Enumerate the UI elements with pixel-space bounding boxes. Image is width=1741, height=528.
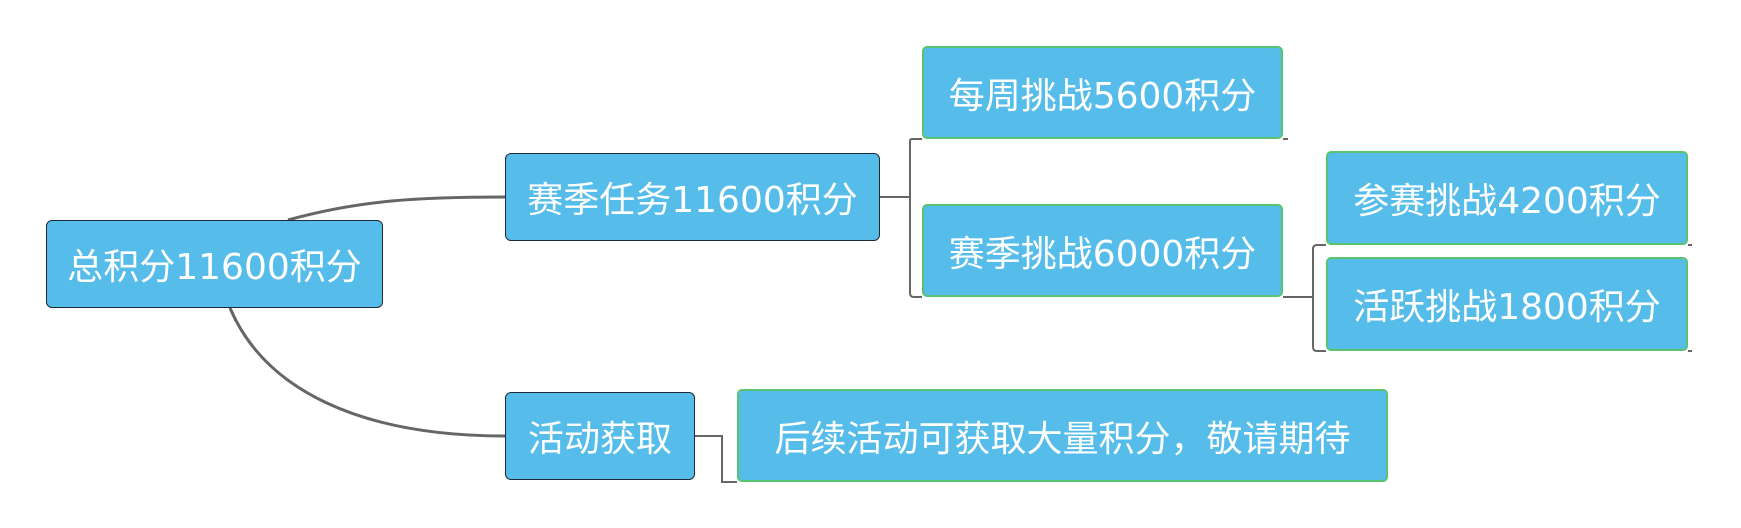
activity-challenge-node[interactable]: 活跃挑战1800积分 [1326, 257, 1688, 351]
event-note-label: 后续活动可获取大量积分，敬请期待 [774, 418, 1351, 460]
season-task-node[interactable]: 赛季任务11600积分 [505, 153, 880, 241]
weekly-challenge-node[interactable]: 每周挑战5600积分 [922, 46, 1283, 139]
season-task-label: 赛季任务11600积分 [527, 180, 858, 221]
connector-root-season [287, 195, 506, 222]
weekly-challenge-label: 每周挑战5600积分 [948, 75, 1257, 117]
connector-season-children [880, 138, 922, 298]
event-acquire-label: 活动获取 [527, 419, 672, 460]
entry-challenge-label: 参赛挑战4200积分 [1353, 181, 1661, 222]
connector-root-event [228, 307, 506, 438]
event-note-node[interactable]: 后续活动可获取大量积分，敬请期待 [737, 389, 1388, 482]
entry-challenge-node[interactable]: 参赛挑战4200积分 [1326, 151, 1688, 245]
root-node-label: 总积分11600积分 [67, 247, 362, 288]
connector-seasonch-children [1283, 244, 1326, 352]
connector-event-note [695, 435, 737, 483]
event-acquire-node[interactable]: 活动获取 [505, 392, 695, 480]
root-node[interactable]: 总积分11600积分 [46, 220, 383, 308]
activity-challenge-label: 活跃挑战1800积分 [1353, 287, 1661, 328]
season-challenge-node[interactable]: 赛季挑战6000积分 [922, 204, 1283, 297]
season-challenge-label: 赛季挑战6000积分 [948, 233, 1257, 275]
